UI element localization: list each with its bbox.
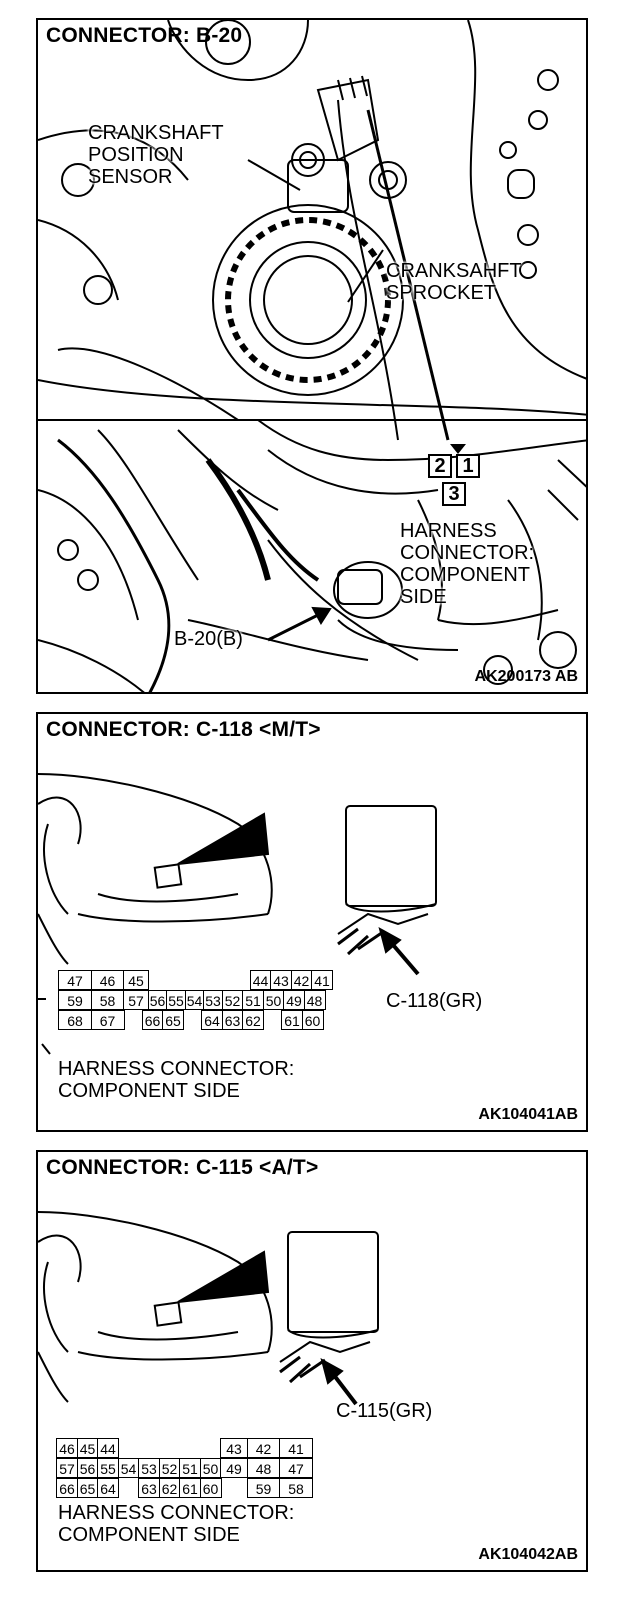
harness-connector-label: HARNESS CONNECTOR: COMPONENT SIDE bbox=[400, 520, 535, 608]
pin-cell: 57 bbox=[123, 990, 149, 1010]
harness-connector-label: HARNESS CONNECTOR: COMPONENT SIDE bbox=[58, 1502, 295, 1546]
pin-cell: 59 bbox=[246, 1478, 281, 1498]
pin-cell: 43 bbox=[270, 970, 292, 990]
panel-title: CONNECTOR: B-20 bbox=[46, 24, 243, 47]
c115-callout: C-115(GR) bbox=[336, 1400, 433, 1422]
harness-connector-label: HARNESS CONNECTOR: COMPONENT SIDE bbox=[58, 1058, 295, 1102]
pin-cell: 56 bbox=[76, 1458, 99, 1478]
pin-cell: 59 bbox=[58, 990, 92, 1010]
pin-cell: 55 bbox=[166, 990, 186, 1010]
pin-gap bbox=[138, 1438, 160, 1458]
pin-gap bbox=[166, 970, 186, 990]
pin-gap bbox=[118, 1438, 140, 1458]
pin-cell: 63 bbox=[138, 1478, 160, 1498]
pin-cell: 65 bbox=[162, 1010, 184, 1030]
c118-callout: C-118(GR) bbox=[386, 990, 483, 1012]
pin-cell: 60 bbox=[199, 1478, 222, 1498]
pin-cell: 47 bbox=[58, 970, 92, 990]
pin-cell: 48 bbox=[246, 1458, 281, 1478]
pin-cell: 52 bbox=[158, 1458, 181, 1478]
pin-cell: 46 bbox=[90, 970, 125, 990]
pin-cell: 45 bbox=[76, 1438, 99, 1458]
pin-3: 3 bbox=[442, 482, 466, 506]
pin-cell: 41 bbox=[279, 1438, 313, 1458]
pin-2: 2 bbox=[428, 454, 452, 478]
pin-cell: 67 bbox=[90, 1010, 125, 1030]
pin-cell: 42 bbox=[290, 970, 313, 990]
pin-cell: 61 bbox=[179, 1478, 201, 1498]
pin-cell: 61 bbox=[281, 1010, 303, 1030]
pin-cell: 57 bbox=[56, 1458, 78, 1478]
pin-cell: 51 bbox=[179, 1458, 201, 1478]
pin-cell: 66 bbox=[141, 1010, 164, 1030]
pin-cell: 64 bbox=[97, 1478, 119, 1498]
figure-code: AK200173 AB bbox=[474, 668, 578, 685]
pin-cell: 46 bbox=[56, 1438, 78, 1458]
figure-code: AK104042AB bbox=[478, 1546, 578, 1563]
pin-gap bbox=[159, 1438, 181, 1458]
dashboard-illustration bbox=[38, 773, 437, 1055]
pin-cell: 52 bbox=[221, 990, 244, 1010]
panel-title: CONNECTOR: C-115 <A/T> bbox=[46, 1156, 319, 1179]
pin-cell: 48 bbox=[303, 990, 326, 1010]
pin-gap bbox=[179, 1438, 201, 1458]
pin-cell: 45 bbox=[123, 970, 149, 990]
pin-gap bbox=[185, 970, 231, 990]
pin-cell: 55 bbox=[97, 1458, 119, 1478]
figure-code: AK104041AB bbox=[478, 1106, 578, 1123]
crankshaft-sensor-label: CRANKSHAFT POSITION SENSOR bbox=[88, 122, 224, 188]
pin-gap bbox=[263, 1010, 283, 1030]
pin-cell: 68 bbox=[58, 1010, 92, 1030]
pin-cell: 53 bbox=[138, 1458, 160, 1478]
dashboard-illustration bbox=[38, 1211, 379, 1406]
pin-cell: 62 bbox=[158, 1478, 181, 1498]
pin-gap bbox=[200, 1438, 222, 1458]
pin-cell: 49 bbox=[220, 1458, 248, 1478]
pin-gap bbox=[118, 1478, 140, 1498]
pin-cell: 49 bbox=[283, 990, 305, 1010]
panel-title: CONNECTOR: C-118 <M/T> bbox=[46, 718, 321, 741]
pin-cell: 44 bbox=[249, 970, 272, 990]
panel-connector-b20: CONNECTOR: B-20 CRANKSHAFT POSITION SENS… bbox=[36, 18, 588, 694]
pin-cell: 44 bbox=[97, 1438, 119, 1458]
pin-cell: 43 bbox=[220, 1438, 248, 1458]
pin-gap bbox=[123, 1010, 143, 1030]
pin-cell: 42 bbox=[246, 1438, 281, 1458]
pin-cell: 50 bbox=[262, 990, 285, 1010]
pin-cell: 47 bbox=[279, 1458, 313, 1478]
pin-gap bbox=[148, 970, 168, 990]
pin-cell: 63 bbox=[221, 1010, 244, 1030]
pin-cell: 66 bbox=[56, 1478, 78, 1498]
pin-cell: 51 bbox=[242, 990, 264, 1010]
pin-1: 1 bbox=[456, 454, 480, 478]
pin-cell: 53 bbox=[203, 990, 223, 1010]
pin-cell: 58 bbox=[90, 990, 125, 1010]
pin-cell: 41 bbox=[311, 970, 333, 990]
pin-gap bbox=[220, 1478, 248, 1498]
pin-cell: 60 bbox=[301, 1010, 324, 1030]
connector-latch-icon bbox=[450, 444, 466, 454]
pin-cell: 54 bbox=[184, 990, 205, 1010]
crankshaft-sprocket-label: CRANKSAHFT SPROCKET bbox=[386, 260, 522, 304]
pin-cell: 50 bbox=[199, 1458, 222, 1478]
b20-callout: B-20(B) bbox=[174, 628, 243, 650]
pin-cell: 56 bbox=[147, 990, 168, 1010]
pin-cell: 64 bbox=[201, 1010, 223, 1030]
pin-cell: 62 bbox=[242, 1010, 264, 1030]
pin-cell: 65 bbox=[76, 1478, 99, 1498]
pin-cell: 58 bbox=[279, 1478, 313, 1498]
engine-illustration bbox=[38, 20, 586, 692]
pin-cell: 54 bbox=[117, 1458, 140, 1478]
pin-gap bbox=[183, 1010, 203, 1030]
pin-gap bbox=[229, 970, 251, 990]
